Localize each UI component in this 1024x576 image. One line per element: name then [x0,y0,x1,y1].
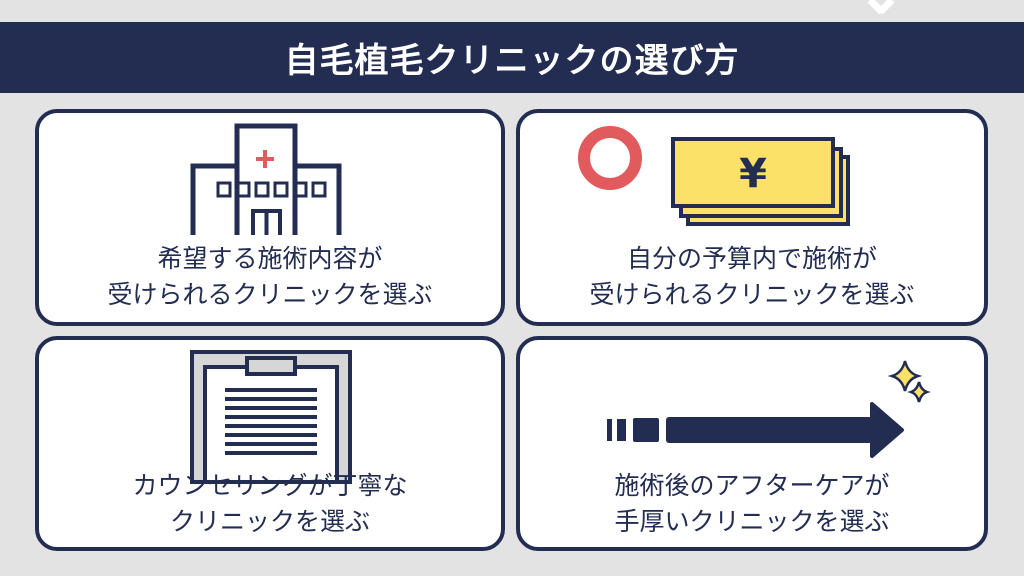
card-caption: 施術後のアフターケアが 手厚いクリニックを選ぶ [520,468,984,540]
caption-line-1: 施術後のアフターケアが [614,471,890,500]
card-aftercare: 施術後のアフターケアが 手厚いクリニックを選ぶ [516,336,988,551]
arrow-right-icon [607,402,904,458]
hospital-icon [190,123,342,235]
page-title-text: 自毛植毛クリニックの選び方 [284,41,740,81]
clipboard-icon [190,350,352,484]
card-caption: 自分の予算内で施術が 受けられるクリニックを選ぶ [520,241,984,313]
caption-line-2: 受けられるクリニックを選ぶ [107,280,433,309]
card-caption: カウンセリングが丁寧な クリニックを選ぶ [39,468,501,540]
caption-line-1: 希望する施術内容が [157,244,383,273]
caption-line-2: 手厚いクリニックを選ぶ [614,507,890,536]
card-counseling: カウンセリングが丁寧な クリニックを選ぶ [35,336,505,551]
card-caption: 希望する施術内容が 受けられるクリニックを選ぶ [39,241,501,313]
caption-line-2: 受けられるクリニックを選ぶ [589,280,915,309]
sparkle-icon [887,360,931,403]
caption-line-1: 自分の予算内で施術が [626,244,877,273]
yen-symbol: ¥ [739,151,767,197]
caption-line-2: クリニックを選ぶ [169,507,370,536]
close-icon [867,0,895,14]
yen-banknotes-icon [671,137,850,226]
page-title: 自毛植毛クリニックの選び方 [0,22,1024,93]
card-treatment-options: 希望する施術内容が 受けられるクリニックを選ぶ [35,109,505,326]
circle-mark-icon [578,126,642,190]
caption-line-1: カウンセリングが丁寧な [132,471,408,500]
card-budget: ¥ 自分の予算内で施術が 受けられるクリニックを選ぶ [516,109,988,326]
top-strip [0,0,1024,22]
